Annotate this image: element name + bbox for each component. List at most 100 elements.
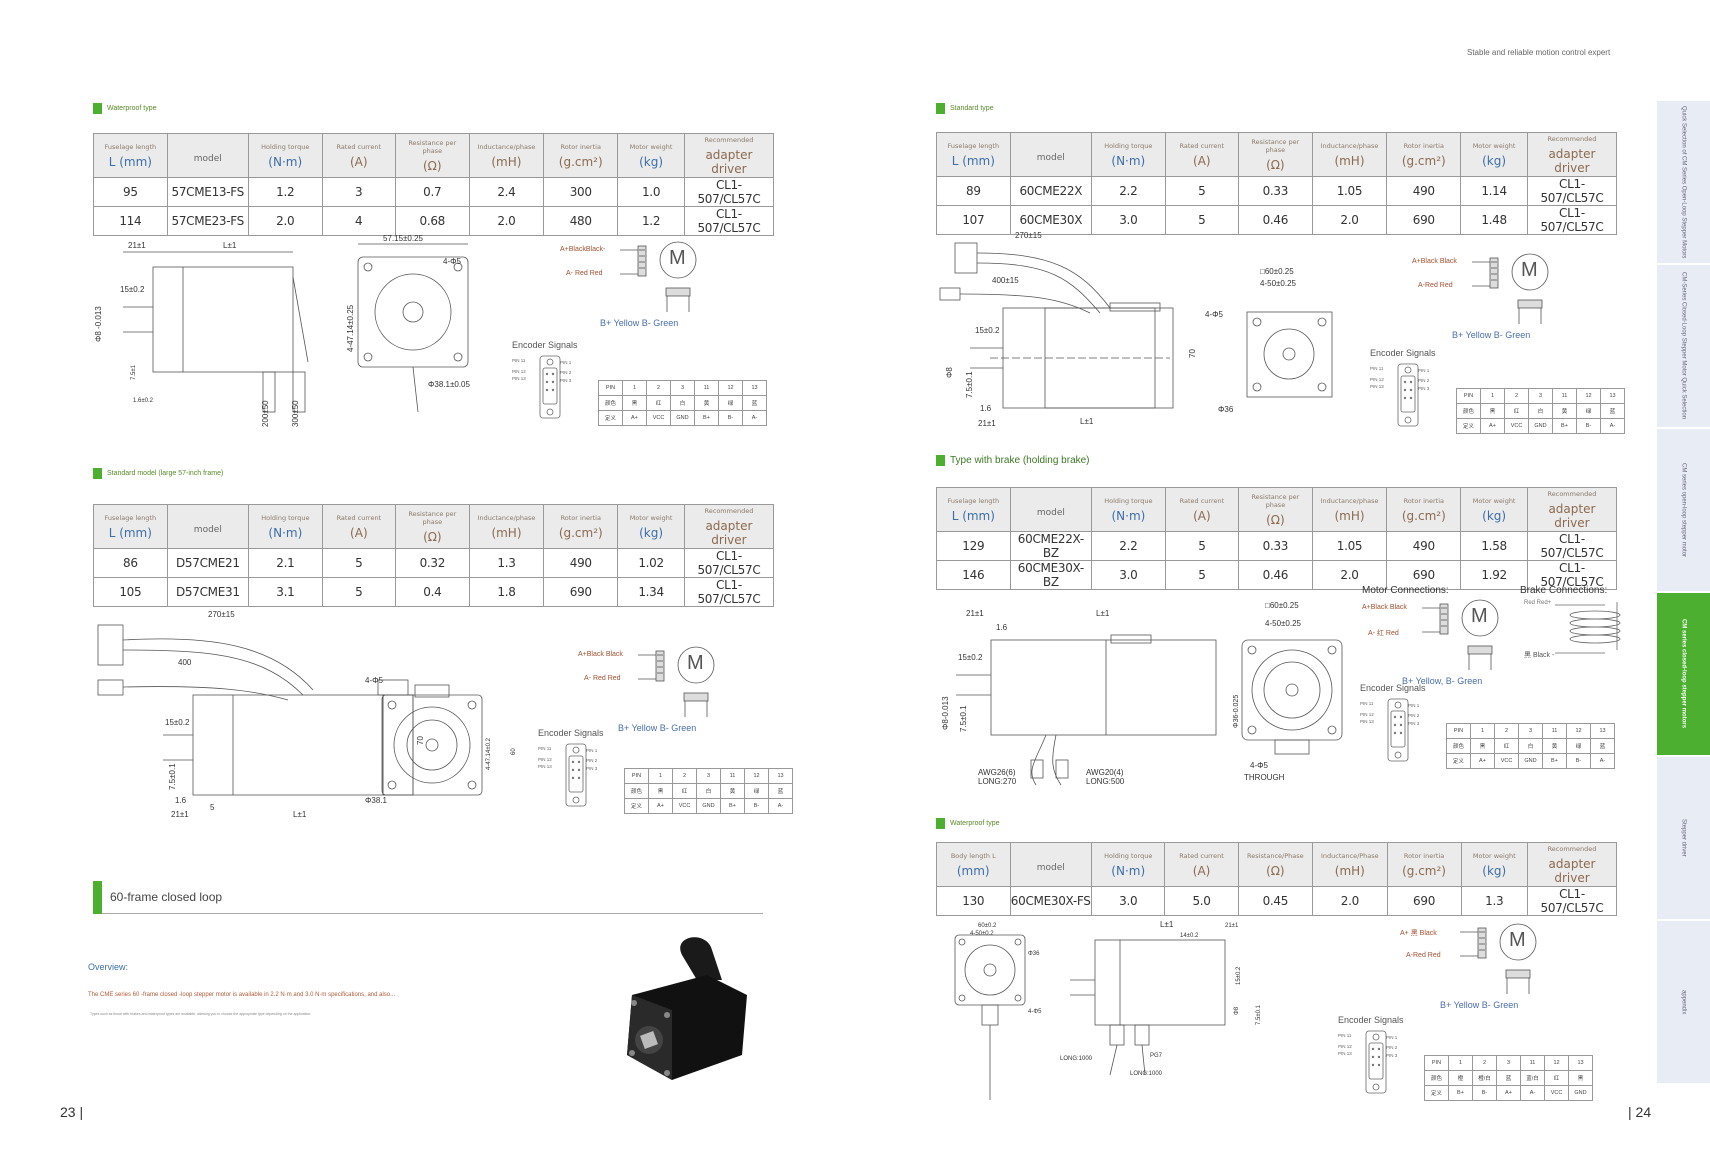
column-header: Resistance per phase(Ω) [1237, 132, 1313, 177]
column-header: Resistance/Phase(Ω) [1237, 842, 1314, 887]
side-tab[interactable]: Quick Selection of CM Series Open-Loop S… [1657, 101, 1710, 265]
pin-table-cell: 红 [646, 395, 671, 411]
column-header: Holding torque(N·m) [1091, 487, 1166, 532]
dim-label: 4-50±0.2 [970, 931, 994, 937]
pin-table-cell: 黑 [1480, 403, 1505, 419]
dim-label: 7.5±0.1 [959, 705, 968, 732]
wire-label-a-plus: A+ 黑 Black [1400, 930, 1437, 937]
dim-label: 4-Φ5 [1028, 1009, 1042, 1015]
pin-table-cell: VCC [1494, 753, 1519, 769]
pin-label: PIN 13 [1360, 719, 1374, 724]
column-header: Holding torque(N·m) [1090, 842, 1166, 887]
pin-table-cell: B- [1472, 1085, 1497, 1101]
section-marker [93, 468, 102, 479]
section-title: Standard model (large 57-inch frame) [107, 470, 224, 477]
pin-table-cell: PIN [598, 380, 623, 396]
pin-table-cell: 蓝 [1590, 738, 1615, 754]
header-label: Resistance per phase [408, 509, 457, 526]
pin-label: PIN 1 [586, 748, 598, 753]
column-header: Motor weight(kg) [617, 133, 685, 178]
pin-label: PIN 11 [1370, 366, 1384, 371]
brake-black-label: 黑 Black - [1524, 652, 1555, 659]
table-cell: 5.0 [1164, 886, 1239, 916]
pin-table-cell: A+ [1496, 1085, 1521, 1101]
header-label: Recommended [1547, 489, 1597, 498]
pin-table-cell: 1 [1448, 1055, 1473, 1071]
side-tab[interactable]: CM series closed-loop stepper motors [1657, 593, 1710, 757]
pin-label: PIN 12 [1338, 1044, 1352, 1049]
pin-table-cell: 定义 [598, 410, 623, 426]
header-unit: adapter driver [1548, 146, 1596, 175]
dim-label: LONG:1000 [1130, 1071, 1163, 1077]
section-marker [936, 455, 945, 466]
table-cell: 89 [936, 176, 1011, 206]
header-unit: (A) [1192, 863, 1211, 878]
column-header: Rotor inertia(g.cm²) [543, 133, 619, 178]
table-cell: 1.8 [468, 577, 545, 607]
pin-table-cell: 绿 [1566, 738, 1591, 754]
pin-table-cell: 绿 [744, 783, 769, 799]
dim-label: THROUGH [1244, 773, 1285, 782]
column-header: Holding torque(N·m) [1090, 132, 1166, 177]
pin-table-cell: A- [768, 798, 793, 814]
pin-table-cell: 12 [1544, 1055, 1569, 1071]
dim-label: 270±15 [1015, 231, 1042, 240]
dim-label: 200±50 [261, 400, 270, 427]
column-header: model [1009, 842, 1092, 887]
pin-table-cell: 2 [672, 768, 697, 784]
pin-table-cell: 橙/白 [1472, 1070, 1497, 1086]
pin-table-cell: B+ [1552, 418, 1577, 434]
side-tab[interactable]: CM-Series Closed-Loop Stepper Motor Quic… [1657, 265, 1710, 429]
pin-table-cell: GND [670, 410, 695, 426]
table-cell: 3.1 [248, 577, 323, 607]
header-label: Inductance/phase [477, 513, 536, 522]
column-header: Inductance/phase(mH) [1311, 132, 1388, 177]
header-unit: (g.cm²) [558, 525, 603, 540]
table-cell: 60CME22X-BZ [1009, 531, 1093, 561]
pin-table-cell: 2 [646, 380, 671, 396]
table-cell: 1.3 [468, 548, 545, 578]
side-tab[interactable]: appendix [1657, 921, 1710, 1085]
dim-label: PG7 [1150, 1053, 1163, 1059]
header-label: Rated current [336, 513, 382, 522]
header-label: model [1036, 863, 1065, 873]
header-unit: (Ω) [1266, 512, 1285, 527]
table-cell: CL1-507/CL57C [1526, 560, 1618, 590]
table-cell: 130 [936, 886, 1011, 916]
section-heading-waterproof: Waterproof type [93, 103, 157, 114]
pin-table-cell: 3 [1496, 1055, 1521, 1071]
side-tab[interactable]: CM series open-loop stepper motor [1657, 429, 1710, 593]
side-tab[interactable]: Stepper driver [1657, 757, 1710, 921]
header-unit: (kg) [1482, 863, 1507, 878]
header-label: Rotor inertia [1403, 496, 1445, 505]
header-unit: (g.cm²) [1401, 153, 1446, 168]
pin-table-cell: 3 [696, 768, 721, 784]
column-header: model [1009, 132, 1092, 177]
dim-label: 15±0.2 [165, 718, 190, 727]
pin-label: PIN 1 [1418, 368, 1430, 373]
header-label: Inductance/phase [1320, 496, 1379, 505]
table-cell: 1.92 [1460, 560, 1528, 590]
header-unit: (g.cm²) [1401, 508, 1446, 523]
pin-table-cell: 定义 [1424, 1085, 1449, 1101]
table-cell: 129 [936, 531, 1011, 561]
header-unit: (A) [349, 154, 368, 169]
table-cell: 690 [1386, 560, 1462, 590]
header-unit: adapter driver [705, 518, 753, 547]
wire-label-a-plus: A+Black Black [578, 651, 623, 658]
header-unit: adapter driver [1548, 501, 1596, 530]
pin-table-cell: PIN [1424, 1055, 1449, 1071]
pin-label: PIN 2 [560, 370, 572, 375]
db15-connector-icon [1365, 1030, 1387, 1094]
wire-label-b: B+ Yellow B- Green [1452, 330, 1531, 340]
header-label: Motor weight [1472, 496, 1516, 505]
table-cell: 3.0 [1091, 560, 1166, 590]
